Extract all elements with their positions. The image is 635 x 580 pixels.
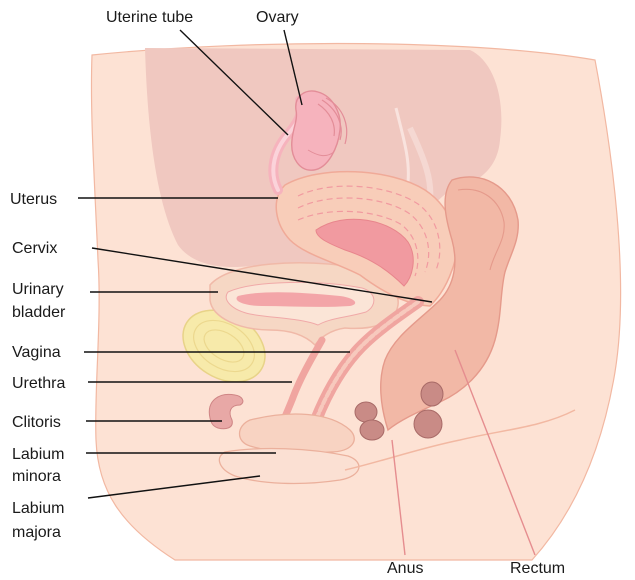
label-anus: Anus [387,560,423,577]
label-urethra: Urethra [12,375,65,392]
label-cervix: Cervix [12,240,57,257]
label-labium-majora-line1: Labium [12,500,64,517]
label-rectum: Rectum [510,560,565,577]
label-uterus: Uterus [10,191,57,208]
label-clitoris: Clitoris [12,414,61,431]
label-urinary-bladder-line2: bladder [12,304,66,321]
label-ovary: Ovary [256,9,299,26]
label-labium-majora-line2: majora [12,524,61,541]
label-urinary-bladder-line1: Urinary [12,281,64,298]
label-uterine-tube: Uterine tube [106,9,193,26]
label-labium-minora-line2: minora [12,468,61,485]
label-labium-minora-line1: Labium [12,446,64,463]
label-vagina: Vagina [12,344,61,361]
